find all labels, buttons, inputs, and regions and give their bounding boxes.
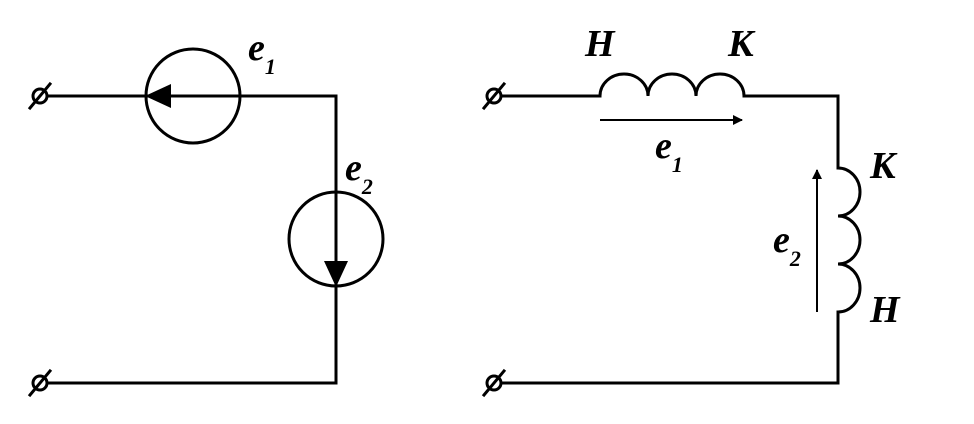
source-1-index: 1 [265, 54, 276, 79]
winding-1-emf-index: 1 [672, 152, 683, 177]
source-2-label: e2 [345, 147, 373, 199]
winding-2-start-label: Н [869, 289, 901, 331]
winding-1-emf-label: e1 [655, 125, 683, 177]
left-circuit: e1 e2 [27, 27, 385, 398]
winding-2-emf-symbol: e [773, 219, 790, 261]
winding-1-emf-symbol: e [655, 125, 672, 167]
winding-2-emf-index: 2 [789, 246, 801, 271]
left-circuit-wire [45, 94, 338, 385]
winding-2-end-label: К [869, 145, 898, 187]
source-1-label: e1 [248, 27, 276, 79]
source-2-index: 2 [361, 174, 373, 199]
winding-1-end-label: К [727, 23, 756, 65]
winding-1-start-label: Н [584, 23, 616, 65]
winding-2-emf-label: e2 [773, 219, 801, 271]
emf-source-2 [287, 94, 385, 288]
emf-source-1 [144, 47, 338, 145]
source-1-symbol: e [248, 27, 265, 69]
right-circuit-wire [499, 72, 862, 385]
right-circuit: Н К e1 К Н e2 [481, 23, 901, 398]
source-2-symbol: e [345, 147, 362, 189]
